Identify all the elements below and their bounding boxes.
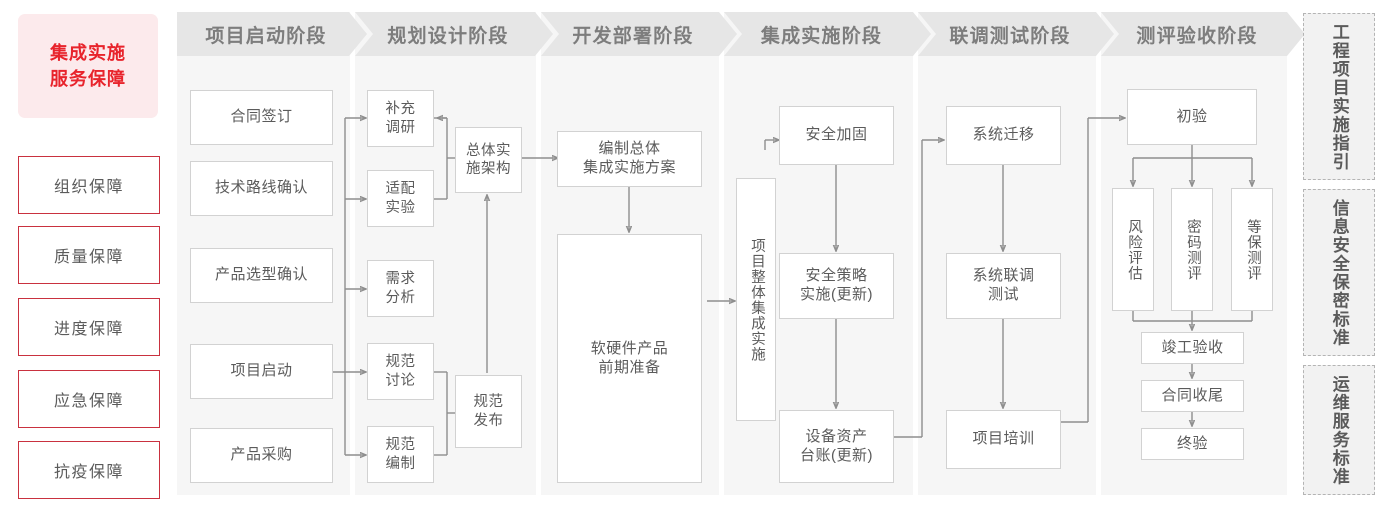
standard-label: 运维服务标准 — [1329, 374, 1349, 486]
stage-header-integration[interactable]: 集成实施阶段 — [724, 12, 931, 56]
standard-label: 信息安全保密标准 — [1329, 198, 1349, 347]
stage-header-label: 规划设计阶段 — [387, 25, 509, 47]
node-system-joint-debug-test[interactable]: 系统联调 测试 — [946, 253, 1061, 319]
node-standard-discussion[interactable]: 规范 讨论 — [367, 343, 434, 400]
node-overall-project-integration[interactable]: 项目整体集成实施 — [736, 178, 776, 421]
stage-header-development[interactable]: 开发部署阶段 — [541, 12, 737, 56]
standard-box-engineering-guide[interactable]: 工程项目实施指引 — [1303, 13, 1375, 180]
node-project-training[interactable]: 项目培训 — [946, 410, 1061, 469]
node-risk-assessment[interactable]: 风险评估 — [1112, 188, 1154, 311]
node-supplementary-research[interactable]: 补充 调研 — [367, 90, 434, 147]
node-product-procurement[interactable]: 产品采购 — [190, 428, 333, 483]
node-classified-protection-evaluation[interactable]: 等保测评 — [1231, 188, 1273, 311]
guarantee-item-epidemic[interactable]: 抗疫保障 — [18, 441, 160, 499]
node-equipment-asset-ledger[interactable]: 设备资产 台账(更新) — [779, 410, 894, 483]
node-tech-route-confirm[interactable]: 技术路线确认 — [190, 161, 333, 216]
guarantee-item-organization[interactable]: 组织保障 — [18, 156, 160, 214]
standard-box-infosec[interactable]: 信息安全保密标准 — [1303, 189, 1375, 356]
guarantee-item-quality[interactable]: 质量保障 — [18, 226, 160, 284]
node-cryptography-evaluation[interactable]: 密码测评 — [1171, 188, 1213, 311]
stage-header-label: 测评验收阶段 — [1136, 25, 1258, 47]
node-hardware-software-preparation[interactable]: 软硬件产品 前期准备 — [557, 234, 702, 483]
node-standard-drafting[interactable]: 规范 编制 — [367, 426, 434, 483]
node-requirement-analysis[interactable]: 需求 分析 — [367, 260, 434, 317]
stage-header-label: 开发部署阶段 — [572, 25, 694, 47]
node-system-migration[interactable]: 系统迁移 — [946, 106, 1061, 165]
guarantee-item-schedule[interactable]: 进度保障 — [18, 298, 160, 356]
standard-box-ops-service[interactable]: 运维服务标准 — [1303, 365, 1375, 495]
stage-header-label: 集成实施阶段 — [760, 25, 883, 47]
stage-header-label: 联调测试阶段 — [949, 25, 1071, 47]
node-preliminary-acceptance[interactable]: 初验 — [1127, 89, 1257, 145]
node-final-acceptance[interactable]: 终验 — [1141, 428, 1244, 460]
stage-header-startup[interactable]: 项目启动阶段 — [177, 12, 367, 56]
stage-header-acceptance[interactable]: 测评验收阶段 — [1101, 12, 1305, 56]
guarantee-item-emergency[interactable]: 应急保障 — [18, 370, 160, 428]
standard-label: 工程项目实施指引 — [1329, 22, 1349, 171]
node-project-kickoff[interactable]: 项目启动 — [190, 344, 333, 399]
stage-header-label: 项目启动阶段 — [205, 25, 327, 47]
node-standard-release[interactable]: 规范 发布 — [455, 375, 522, 448]
stage-header-planning[interactable]: 规划设计阶段 — [355, 12, 553, 56]
node-overall-implementation-architecture[interactable]: 总体实 施架构 — [455, 127, 522, 193]
node-contract-closeout[interactable]: 合同收尾 — [1141, 380, 1244, 412]
node-security-policy-implementation[interactable]: 安全策略 实施(更新) — [779, 253, 894, 319]
node-contract-signing[interactable]: 合同签订 — [190, 90, 333, 145]
node-completion-acceptance[interactable]: 竣工验收 — [1141, 332, 1244, 364]
node-product-selection-confirm[interactable]: 产品选型确认 — [190, 248, 333, 303]
guarantee-title: 集成实施 服务保障 — [18, 14, 158, 118]
stage-header-testing[interactable]: 联调测试阶段 — [918, 12, 1114, 56]
node-security-hardening[interactable]: 安全加固 — [779, 106, 894, 165]
node-overall-integration-plan[interactable]: 编制总体 集成实施方案 — [557, 131, 702, 187]
node-adaptation-experiment[interactable]: 适配 实验 — [367, 170, 434, 227]
